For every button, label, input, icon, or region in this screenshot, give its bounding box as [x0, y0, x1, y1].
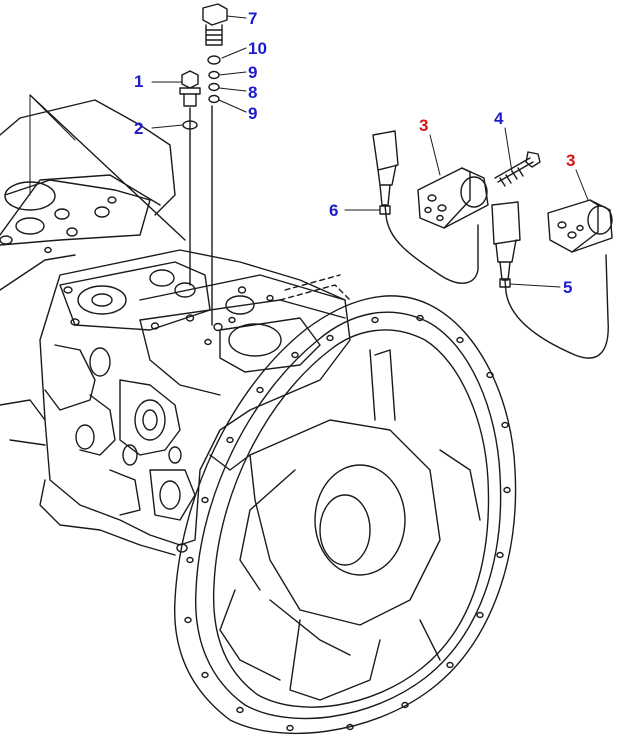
part-1-fitting	[179, 70, 201, 107]
callout-8: 8	[248, 83, 257, 102]
part-8-oring	[208, 82, 220, 92]
callout-1: 1	[134, 72, 143, 91]
connector-upper	[372, 130, 399, 206]
part-9-oring-lower	[208, 94, 220, 104]
wire-harness-lower	[504, 254, 609, 359]
callout-7: 7	[248, 9, 257, 28]
part-3-solenoid-upper	[417, 167, 489, 229]
part-4-bolt	[494, 151, 541, 187]
part-10-oring	[207, 55, 221, 65]
part-5-clamp	[499, 278, 511, 288]
callout-9-upper: 9	[248, 63, 257, 82]
callout-5: 5	[563, 278, 572, 297]
callout-2: 2	[134, 119, 143, 138]
callout-10: 10	[248, 39, 267, 58]
wire-harness-upper	[384, 204, 479, 284]
part-3-solenoid-lower	[547, 199, 613, 253]
pump-body	[0, 94, 351, 556]
flywheel-housing	[173, 295, 517, 735]
callout-4: 4	[494, 109, 504, 128]
part-9-oring-upper	[208, 70, 220, 80]
leader-lines	[29, 15, 589, 288]
part-7-plug	[202, 3, 228, 46]
callout-3-lower: 3	[566, 151, 575, 170]
callout-6: 6	[329, 201, 338, 220]
connector-lower	[491, 201, 521, 281]
callout-3-upper: 3	[419, 116, 428, 135]
callout-9-lower: 9	[248, 104, 257, 123]
